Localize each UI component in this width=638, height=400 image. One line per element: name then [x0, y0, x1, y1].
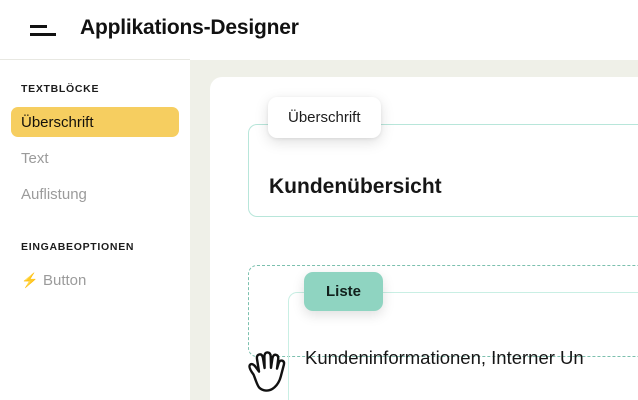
- sidebar-section-label-textbloecke: TEXTBLÖCKE: [21, 83, 100, 95]
- page-title: Applikations-Designer: [80, 16, 299, 39]
- block-label-ueberschrift[interactable]: Überschrift: [268, 97, 381, 138]
- sidebar-item-text[interactable]: Text: [11, 143, 179, 173]
- sidebar-item-label: Überschrift: [21, 113, 94, 131]
- menu-bar-bottom: [30, 32, 56, 36]
- sidebar-palette: TEXTBLÖCKE Überschrift Text Auflistung E…: [0, 60, 190, 400]
- lightning-bolt-icon: ⚡: [21, 272, 39, 288]
- sidebar-item-button[interactable]: ⚡ Button: [11, 265, 179, 295]
- sidebar-item-auflistung[interactable]: Auflistung: [11, 179, 179, 209]
- block-list-text: Kundeninformationen, Interner Un: [305, 347, 584, 368]
- design-canvas[interactable]: Kundenübersicht Überschrift Kundeninform…: [190, 60, 638, 400]
- sidebar-item-label: Text: [21, 149, 49, 167]
- canvas-block-list[interactable]: Kundeninformationen, Interner Un: [288, 292, 638, 400]
- canvas-page-card: Kundenübersicht Überschrift Kundeninform…: [210, 77, 638, 400]
- sidebar-item-label: Button: [43, 271, 87, 289]
- block-heading-text: Kundenübersicht: [269, 175, 442, 198]
- block-label-liste[interactable]: Liste: [304, 272, 384, 311]
- sidebar-section-spacer: [0, 215, 190, 241]
- block-dropzone-outline: [248, 265, 638, 357]
- hamburger-menu-icon[interactable]: [30, 19, 58, 41]
- canvas-block-heading[interactable]: Kundenübersicht: [248, 124, 638, 217]
- header-divider: [0, 59, 190, 60]
- app-header: Applikations-Designer: [0, 0, 638, 60]
- sidebar-item-label: Auflistung: [21, 185, 87, 203]
- sidebar-item-ueberschrift[interactable]: Überschrift: [11, 107, 179, 137]
- menu-bar-top: [30, 24, 47, 28]
- sidebar-section-label-eingabeoptionen: EINGABEOPTIONEN: [21, 241, 135, 253]
